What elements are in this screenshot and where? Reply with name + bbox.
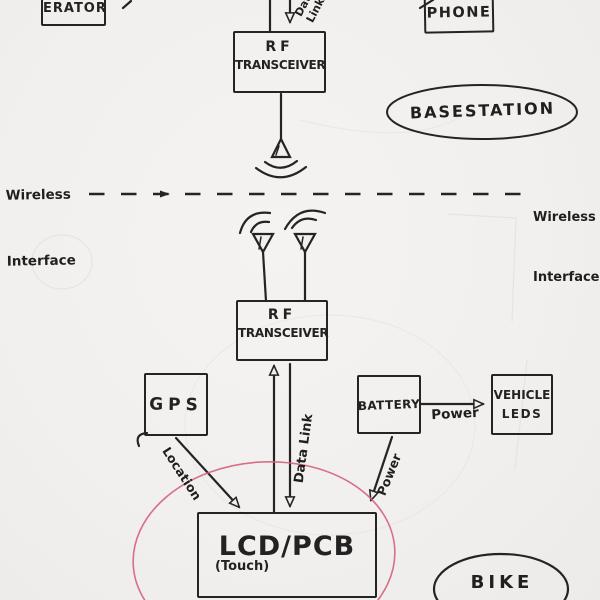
wireless-interface-label-left: Wireless Interface (5, 161, 87, 272)
antenna-icon-bike-right (283, 209, 327, 303)
vehicle-leds-box: VEHICLE LEDS (491, 374, 553, 435)
pencil-smudges (31, 109, 528, 536)
antenna-icon-basestation (254, 92, 308, 179)
gps-label: GPS (148, 394, 203, 415)
phone-label: PHONE (426, 4, 492, 22)
power-label-to-leds: Power (430, 404, 480, 424)
wireless-left-line1: Wireless (5, 186, 71, 204)
antenna-icon-bike-left (238, 211, 275, 303)
rf-transceiver-bike-box: RF TRANSCEIVER (236, 300, 329, 361)
boundary-arrowhead (160, 190, 170, 198)
gps-box: GPS (144, 373, 208, 436)
basestation-ellipse (386, 84, 578, 140)
wireless-interface-label-right: Wireless Interface (533, 188, 600, 288)
rf-label-line2: TRANSCEIVER (235, 58, 326, 72)
lcd-pcb-box: LCD/PCB (Touch) (197, 512, 377, 598)
stray-stroke-phone (418, 0, 435, 10)
bike-ellipse (432, 552, 570, 600)
boundary-dashed-line (89, 190, 523, 198)
red-highlight-ellipse (132, 460, 396, 600)
wireless-left-line2: Interface (6, 252, 76, 270)
rf-bike-label-line1: RF (267, 307, 297, 323)
battery-label: BATTERY (357, 396, 421, 413)
stray-stroke-erator (121, 0, 133, 10)
rf-label-line1: RF (265, 39, 294, 55)
bike-region-label: BIKE (470, 572, 534, 593)
wireless-right-line1: Wireless (533, 210, 596, 225)
lcd-pcb-title: LCD/PCB (218, 531, 356, 562)
rf-bike-label-line2: TRANSCEIVER (238, 326, 329, 340)
phone-box: PHONE (423, 0, 495, 34)
vehicle-leds-line2: LEDS (501, 406, 543, 421)
erator-box: ERATOR (41, 0, 106, 26)
erator-label: ERATOR (43, 1, 107, 16)
wireless-right-line2: Interface (533, 270, 600, 285)
vehicle-leds-line1: VEHICLE (493, 387, 551, 402)
battery-box: BATTERY (357, 375, 421, 434)
rf-transceiver-basestation-box: RF TRANSCEIVER (233, 31, 326, 93)
lcd-pcb-subtitle: (Touch) (215, 559, 270, 574)
arrow-battery-power-to-lcd (371, 435, 394, 500)
